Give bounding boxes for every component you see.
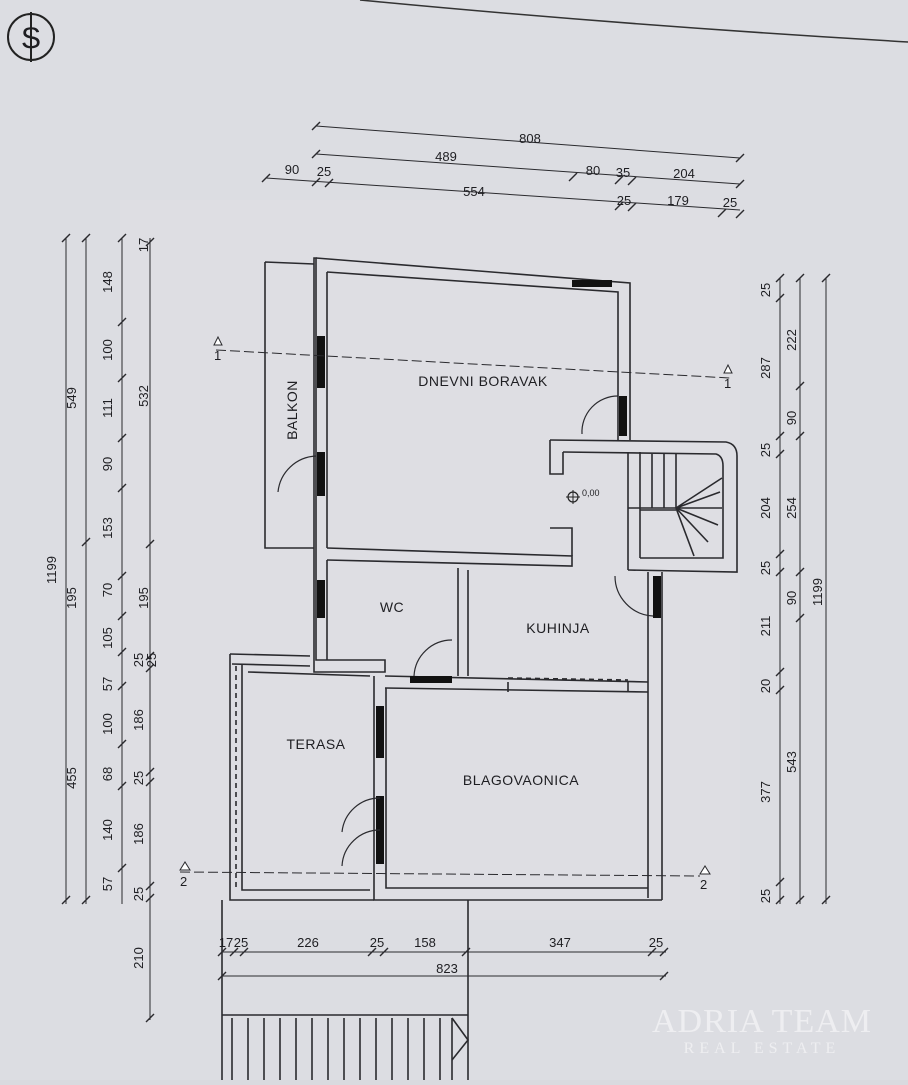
- room-label-kuhinja: KUHINJA: [526, 620, 590, 636]
- dim-bottom-17: 17: [219, 935, 233, 950]
- section-mark-1-right: 1: [724, 376, 731, 391]
- dim-left-25c: 25: [131, 887, 146, 901]
- dim-left-57a: 57: [100, 677, 115, 691]
- dim-left-100b: 100: [100, 713, 115, 735]
- dim-left-1199: 1199: [44, 556, 59, 584]
- dim-bottom-347: 347: [549, 935, 571, 950]
- dim-top-25c: 25: [723, 195, 737, 210]
- dim-left-210: 210: [131, 947, 146, 969]
- dim-top-179: 179: [667, 193, 689, 208]
- dim-top-25b: 25: [617, 193, 631, 208]
- dim-right-222: 222: [784, 329, 799, 351]
- dim-left-140: 140: [100, 819, 115, 841]
- room-label-blagovaonica: BLAGOVAONICA: [463, 772, 579, 788]
- room-label-terasa: TERASA: [286, 736, 345, 752]
- room-label-dnevni-boravak: DNEVNI BORAVAK: [418, 373, 548, 389]
- room-label-balkon: BALKON: [284, 380, 300, 440]
- dim-right-20: 20: [758, 679, 773, 693]
- dim-left-195b: 195: [136, 587, 151, 609]
- section-mark-2-left: 2: [180, 874, 187, 889]
- dim-bottom-25a: 25: [234, 935, 248, 950]
- dim-left-90: 90: [100, 457, 115, 471]
- dim-left-111: 111: [100, 398, 115, 418]
- dim-left-455: 455: [64, 767, 79, 789]
- dim-right-25c: 25: [758, 561, 773, 575]
- dim-left-153: 153: [100, 517, 115, 539]
- dim-bottom-25b: 25: [370, 935, 384, 950]
- dim-right-25d: 25: [758, 889, 773, 903]
- dim-top-204: 204: [673, 166, 695, 181]
- dim-left-25b: 25: [131, 771, 146, 785]
- dim-bottom-823: 823: [436, 961, 458, 976]
- dim-right-25b: 25: [758, 443, 773, 457]
- dim-left-25d: 25: [144, 653, 159, 667]
- dim-left-100a: 100: [100, 339, 115, 361]
- dim-left-105: 105: [100, 627, 115, 649]
- level-marker-icon: [566, 490, 580, 504]
- dim-top-80: 80: [586, 163, 600, 178]
- dim-right-204: 204: [758, 497, 773, 519]
- dim-left-68: 68: [100, 767, 115, 781]
- dim-top-554: 554: [463, 184, 485, 199]
- dim-top-35: 35: [616, 165, 630, 180]
- dim-left-148: 148: [100, 271, 115, 293]
- dim-top-25a: 25: [317, 164, 331, 179]
- dim-left-549: 549: [64, 387, 79, 409]
- dim-left-532: 532: [136, 385, 151, 407]
- dim-left-70: 70: [100, 583, 115, 597]
- dim-right-1199: 1199: [810, 578, 825, 606]
- dim-top-808: 808: [519, 131, 541, 146]
- dim-left-195a: 195: [64, 587, 79, 609]
- dim-bottom-226: 226: [297, 935, 319, 950]
- dim-left-186a: 186: [131, 709, 146, 731]
- dim-right-377: 377: [758, 781, 773, 803]
- dim-right-25a: 25: [758, 283, 773, 297]
- dim-right-254: 254: [784, 497, 799, 519]
- room-label-wc: WC: [380, 599, 404, 615]
- dim-bottom-158: 158: [414, 935, 436, 950]
- dim-right-287: 287: [758, 357, 773, 379]
- watermark-title: ADRIA TEAM: [652, 1003, 872, 1040]
- section-mark-2-right: 2: [700, 877, 707, 892]
- section-mark-1-left: 1: [214, 348, 221, 363]
- dim-left-17: 17: [136, 238, 151, 252]
- dim-right-90b: 90: [784, 591, 799, 605]
- dim-top-90: 90: [285, 162, 299, 177]
- dim-bottom-25c: 25: [649, 935, 663, 950]
- dim-left-57b: 57: [100, 877, 115, 891]
- watermark-subtitle: REAL ESTATE: [684, 1040, 841, 1057]
- dim-top-489: 489: [435, 149, 457, 164]
- logo-icon: S: [7, 12, 55, 62]
- dim-left-186b: 186: [131, 823, 146, 845]
- dim-right-90a: 90: [784, 411, 799, 425]
- dim-right-543: 543: [784, 751, 799, 773]
- level-mark-label: 0,00: [582, 488, 600, 498]
- dim-left-25a: 25: [131, 653, 146, 667]
- dim-right-211: 211: [758, 616, 773, 637]
